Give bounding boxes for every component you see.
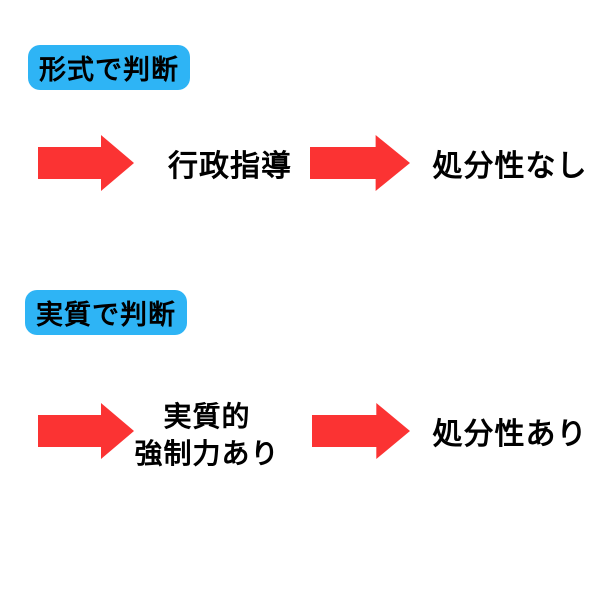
right-arrow-shape xyxy=(312,403,410,459)
right-arrow-icon xyxy=(312,403,410,459)
step-text-has-disposability: 処分性あり xyxy=(432,418,588,451)
right-arrow-icon xyxy=(310,135,410,191)
step-text-no-disposability: 処分性なし xyxy=(432,150,588,183)
right-arrow-shape xyxy=(38,403,134,459)
section-label-form: 形式で判断 xyxy=(28,45,190,90)
right-arrow-shape xyxy=(310,135,410,191)
right-arrow-icon xyxy=(38,403,134,459)
section-label-substance: 実質で判断 xyxy=(25,290,187,335)
right-arrow-icon xyxy=(38,135,134,191)
right-arrow-shape xyxy=(38,135,134,191)
step-text-substantial-coercive-force: 実質的 強制力あり xyxy=(134,401,280,469)
step-text-administrative-guidance: 行政指導 xyxy=(168,150,292,183)
